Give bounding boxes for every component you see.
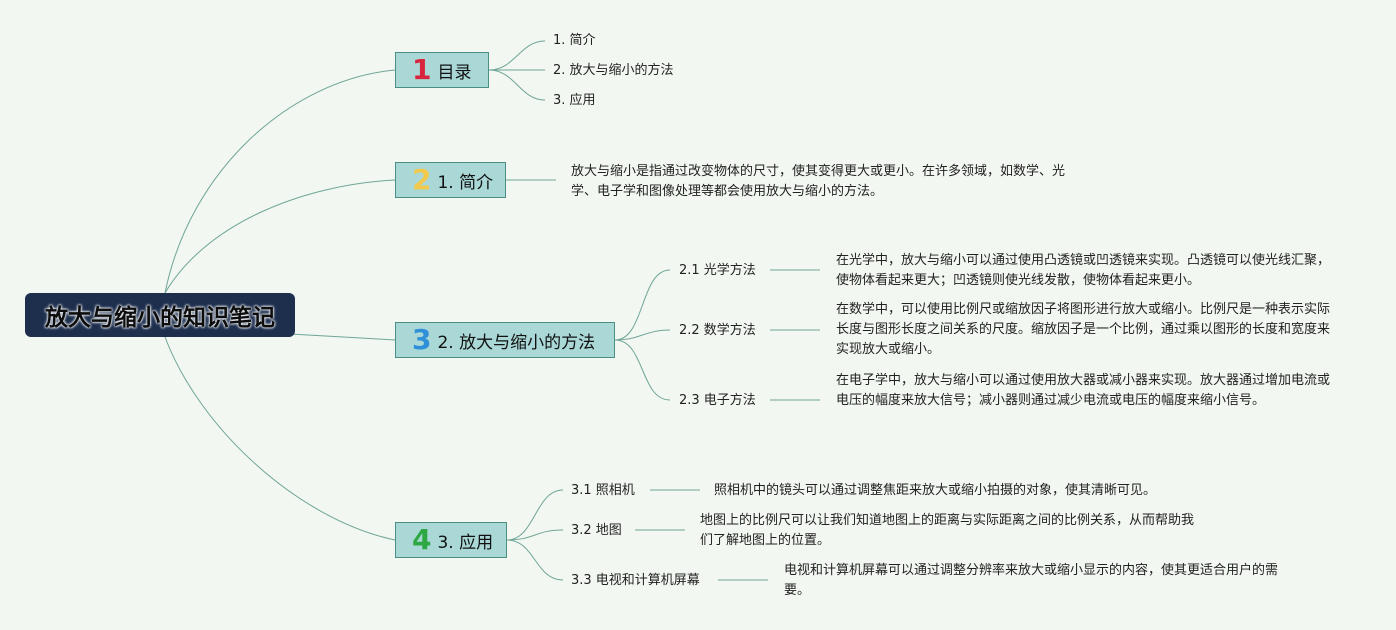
root-title: 放大与缩小的知识笔记 bbox=[45, 305, 275, 331]
application-description[interactable]: 照相机中的镜头可以通过调整焦距来放大或缩小拍摄的对象，使其清晰可见。 bbox=[714, 483, 1157, 498]
branch-intro-label: 1. 简介 bbox=[437, 172, 494, 193]
number-one-icon: 1 bbox=[412, 53, 432, 86]
application-description[interactable]: 电视和计算机屏幕可以通过调整分辨率来放大或缩小显示的内容，使其更适合用户的需要。 bbox=[784, 563, 1279, 598]
method-label[interactable]: 2.2 数学方法 bbox=[679, 323, 756, 338]
branch-intro[interactable]: 2 1. 简介 bbox=[395, 162, 506, 198]
branch-applications-label: 3. 应用 bbox=[437, 532, 494, 553]
number-two-icon: 2 bbox=[412, 163, 432, 196]
toc-item[interactable]: 2. 放大与缩小的方法 bbox=[553, 63, 674, 78]
branch-toc-label: 目录 bbox=[437, 62, 472, 83]
number-four-icon: 4 bbox=[412, 523, 432, 556]
branch-methods[interactable]: 3 2. 放大与缩小的方法 bbox=[395, 322, 615, 358]
branch-applications[interactable]: 4 3. 应用 bbox=[395, 522, 507, 558]
method-label[interactable]: 2.3 电子方法 bbox=[679, 393, 756, 408]
toc-item[interactable]: 3. 应用 bbox=[553, 93, 596, 108]
application-label[interactable]: 3.2 地图 bbox=[571, 523, 622, 538]
root-topic[interactable]: 放大与缩小的知识笔记 bbox=[25, 293, 295, 337]
application-description[interactable]: 地图上的比例尺可以让我们知道地图上的距离与实际距离之间的比例关系，从而帮助我们了… bbox=[700, 513, 1195, 548]
application-label[interactable]: 3.1 照相机 bbox=[571, 483, 635, 498]
method-description[interactable]: 在数学中，可以使用比例尺或缩放因子将图形进行放大或缩小。比例尺是一种表示实际长度… bbox=[836, 302, 1331, 357]
branch-methods-label: 2. 放大与缩小的方法 bbox=[437, 332, 596, 353]
branch-toc[interactable]: 1 目录 bbox=[395, 52, 489, 88]
method-description[interactable]: 在光学中，放大与缩小可以通过使用凸透镜或凹透镜来实现。凸透镜可以使光线汇聚，使物… bbox=[836, 253, 1331, 288]
application-label[interactable]: 3.3 电视和计算机屏幕 bbox=[571, 573, 700, 588]
method-description[interactable]: 在电子学中，放大与缩小可以通过使用放大器或减小器来实现。放大器通过增加电流或电压… bbox=[836, 373, 1331, 408]
number-three-icon: 3 bbox=[412, 323, 432, 356]
toc-item[interactable]: 1. 简介 bbox=[553, 33, 596, 48]
intro-description[interactable]: 放大与缩小是指通过改变物体的尺寸，使其变得更大或更小。在许多领域，如数学、光学、… bbox=[571, 164, 1066, 199]
method-label[interactable]: 2.1 光学方法 bbox=[679, 263, 756, 278]
